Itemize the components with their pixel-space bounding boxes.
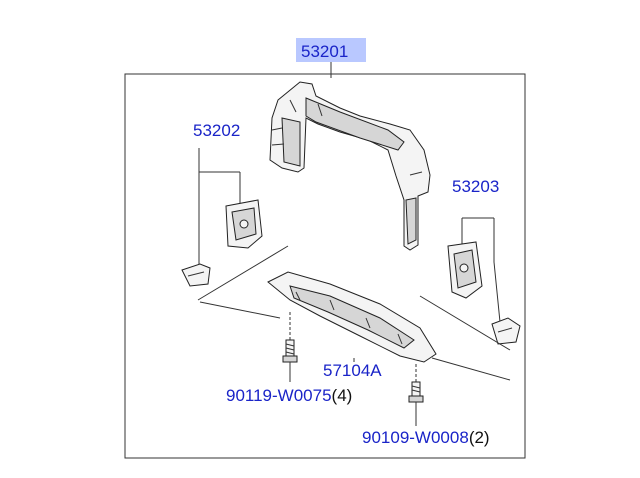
left-bolt-quantity: (4) (332, 386, 353, 405)
right-side-bracket (447, 241, 483, 299)
left-side-bracket (225, 199, 263, 249)
right-bolt-quantity: (2) (469, 428, 490, 447)
right-bracket-leader (461, 217, 501, 323)
left-bracket-leader (198, 148, 241, 268)
diagram-frame (124, 73, 526, 459)
left-bolt (282, 312, 298, 382)
left-clip (181, 263, 211, 287)
right-bolt-label: 90109-W0008(2) (362, 428, 490, 447)
right-bracket-label[interactable]: 53203 (452, 177, 499, 196)
main-part-label-highlight (296, 38, 366, 62)
main-part-label[interactable]: 53201 (301, 42, 348, 61)
upper-radiator-support (269, 81, 431, 251)
right-clip (491, 317, 521, 345)
left-connector-lines (197, 245, 289, 319)
right-bolt-part-number[interactable]: 90109-W0008 (362, 428, 469, 447)
lower-radiator-support (267, 271, 437, 363)
right-connector-lines (419, 295, 511, 381)
lower-bar-label[interactable]: 57104A (323, 361, 382, 380)
left-bolt-label: 90119-W0075(4) (226, 386, 352, 405)
left-bolt-part-number[interactable]: 90119-W0075 (226, 386, 332, 405)
right-bolt (408, 364, 424, 426)
left-bracket-label[interactable]: 53202 (193, 121, 240, 140)
